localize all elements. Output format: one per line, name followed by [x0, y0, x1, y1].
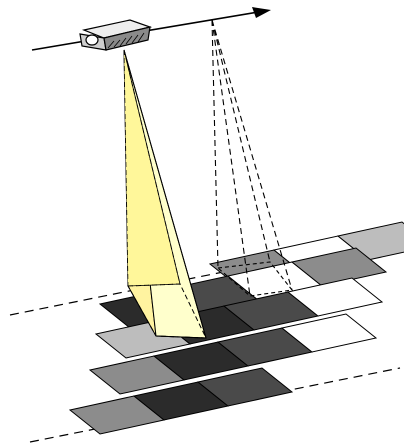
beam-footprint	[127, 283, 207, 339]
ground-cell	[286, 277, 384, 317]
ground-cell	[280, 313, 378, 353]
ground-pixel-grid	[68, 221, 404, 435]
ground-cell	[290, 247, 388, 287]
scanner-sensor-icon	[79, 19, 153, 51]
next-scan-cone	[211, 19, 294, 297]
flight-direction-arrow-icon	[31, 7, 271, 51]
scan-beam	[123, 49, 207, 339]
ground-cell	[196, 367, 294, 407]
